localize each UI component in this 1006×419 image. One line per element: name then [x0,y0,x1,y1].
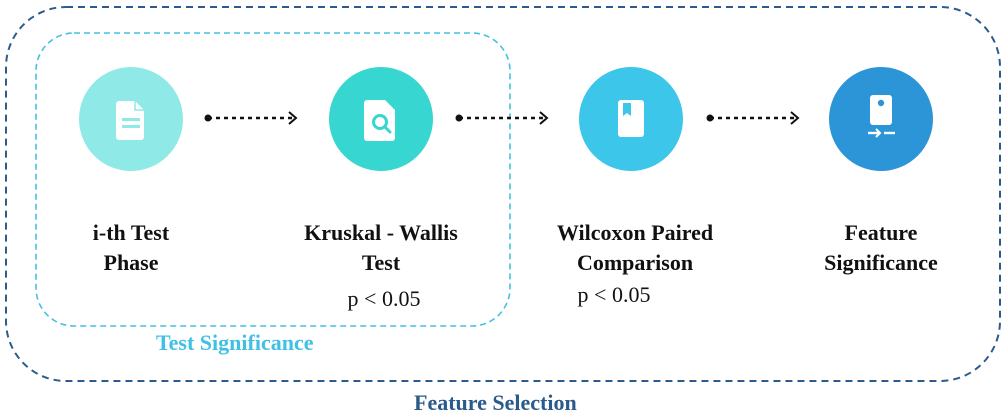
test-significance-border [35,32,511,327]
step-4-label-line2: Significance [824,250,938,275]
step-3-label: Wilcoxon Paired Comparison [525,218,745,278]
device-transfer-icon [868,95,895,138]
feature-selection-title: Feature Selection [414,390,577,415]
step-3-label-line2: Comparison [576,250,694,275]
step-3-pvalue: p < 0.05 [577,282,651,307]
step-3-label-line1: Wilcoxon Paired [556,220,714,245]
feature-selection-border [5,6,1001,382]
arrow-3 [706,111,800,125]
document-icon [116,101,144,140]
step-2-label-line1: Kruskal - Wallis [304,220,458,245]
step-2-pvalue: p < 0.05 [347,286,421,311]
step-4-label-line1: Feature [844,220,918,245]
document-search-icon [364,100,395,141]
notebook-icon [618,100,644,137]
step-4-label: Feature Significance [771,218,991,278]
step-2-label-line2: Test [361,250,401,275]
step-1-label-line1: i-th Test [92,220,170,245]
arrow-2 [455,111,549,125]
test-significance-title: Test Significance [156,330,314,355]
step-2-label: Kruskal - Wallis Test [271,218,491,278]
step-1-label: i-th Test Phase [21,218,241,278]
arrow-1 [204,111,298,125]
step-1-label-line2: Phase [103,250,159,275]
